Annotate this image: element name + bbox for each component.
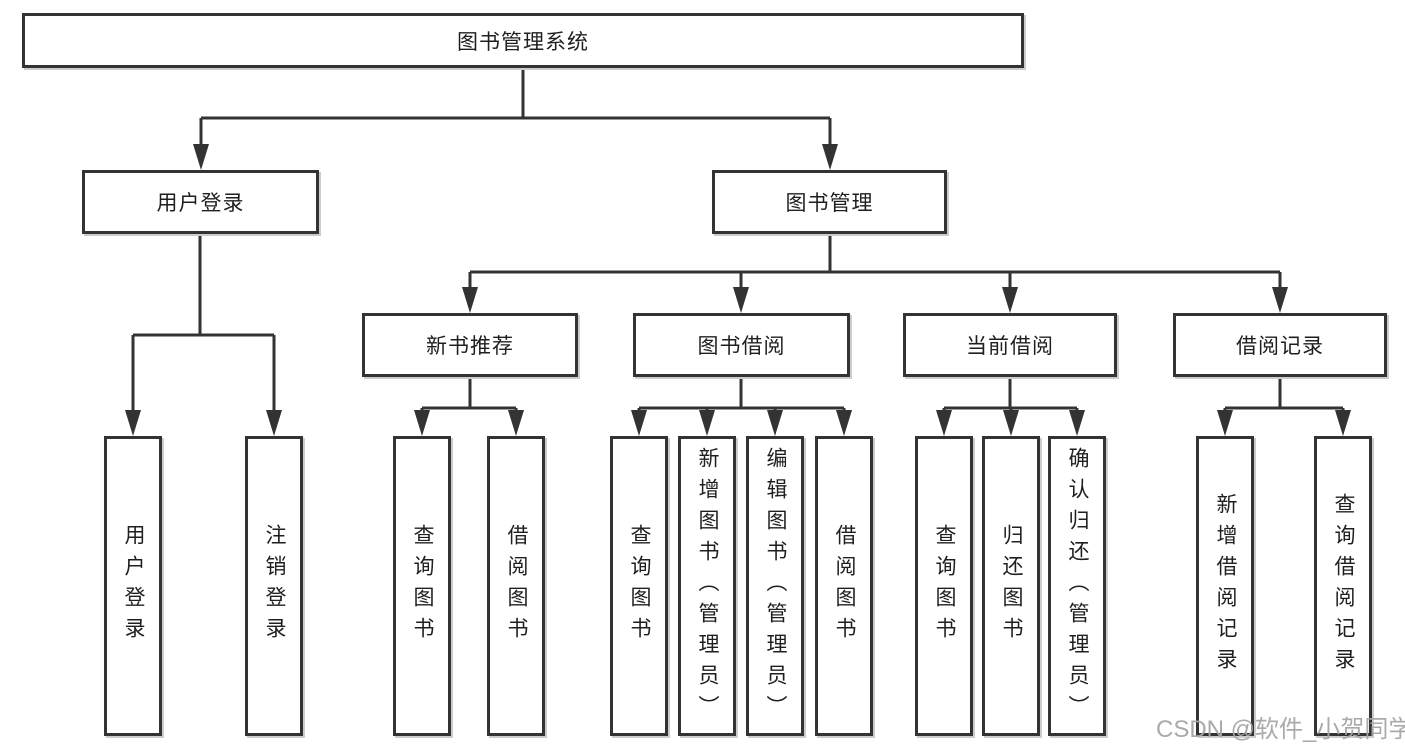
node-user-login: 用户登录: [82, 170, 319, 234]
node-label: 借阅记录: [1236, 335, 1324, 358]
leaf-query-books: 查询图书: [915, 436, 973, 736]
node-current-borrowing: 当前借阅: [903, 313, 1117, 377]
leaf-borrow-books: 借阅图书: [487, 436, 545, 736]
node-label: 用户登录: [156, 192, 245, 215]
leaf-add-borrow-record: 新增借阅记录: [1196, 436, 1254, 736]
leaf-user-login: 用户登录: [104, 436, 162, 736]
node-label: 图书借阅: [697, 335, 786, 358]
node-library-management-system: 图书管理系统: [22, 13, 1024, 68]
node-label: 新书推荐: [426, 335, 514, 358]
node-new-book-recommendation: 新书推荐: [362, 313, 578, 377]
leaf-return-books: 归还图书: [982, 436, 1040, 736]
leaf-add-books-admin: 新增图书（管理员）: [678, 436, 736, 736]
leaf-confirm-return-admin: 确认归还（管理员）: [1048, 436, 1106, 736]
leaf-label: 查询图书: [628, 524, 651, 648]
leaf-query-books: 查询图书: [393, 436, 451, 736]
node-book-management: 图书管理: [712, 170, 947, 234]
leaf-query-borrow-records: 查询借阅记录: [1314, 436, 1372, 736]
node-label: 图书管理系统: [457, 30, 589, 54]
node-borrowing-records: 借阅记录: [1173, 313, 1387, 377]
csdn-watermark: CSDN @软件_小贺同学: [1156, 716, 1405, 743]
leaf-edit-books-admin: 编辑图书（管理员）: [746, 436, 804, 736]
leaf-label: 归还图书: [1000, 524, 1023, 648]
leaf-label: 新增借阅记录: [1214, 493, 1237, 679]
leaf-label: 借阅图书: [833, 524, 856, 648]
leaf-label: 查询借阅记录: [1332, 493, 1355, 679]
leaf-label: 编辑图书（管理员）: [764, 446, 787, 726]
node-book-borrowing: 图书借阅: [633, 313, 850, 377]
leaf-label: 查询图书: [933, 524, 956, 648]
connector-paths: [131, 68, 1345, 414]
leaf-label: 确认归还（管理员）: [1066, 446, 1089, 726]
leaf-label: 注销登录: [263, 524, 286, 648]
node-label: 图书管理: [785, 192, 874, 215]
leaf-query-books: 查询图书: [610, 436, 668, 736]
node-label: 当前借阅: [966, 335, 1054, 358]
leaf-label: 用户登录: [122, 524, 145, 648]
leaf-borrow-books: 借阅图书: [815, 436, 873, 736]
leaf-label: 新增图书（管理员）: [696, 446, 719, 726]
leaf-label: 查询图书: [411, 524, 434, 648]
arrowheads: [125, 144, 1351, 436]
leaf-label: 借阅图书: [505, 524, 528, 648]
leaf-logout: 注销登录: [245, 436, 303, 736]
